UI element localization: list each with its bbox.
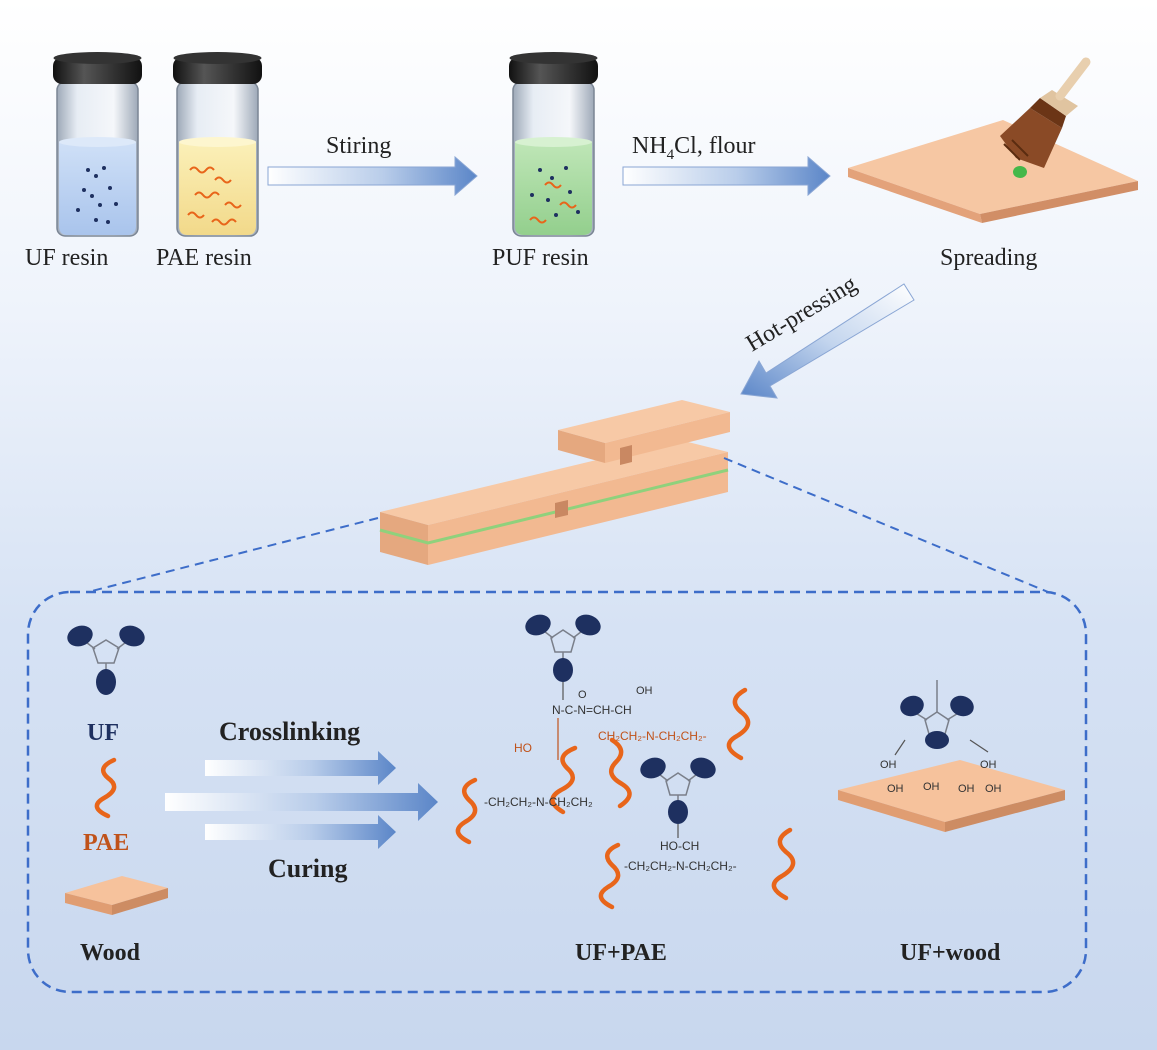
uf-resin-vial <box>53 52 142 237</box>
svg-text:-CH₂CH₂-N-CH₂CH₂: -CH₂CH₂-N-CH₂CH₂ <box>484 795 593 809</box>
zoom-line-right <box>723 457 1049 593</box>
svg-text:OH: OH <box>880 759 897 771</box>
svg-text:OH: OH <box>958 783 975 795</box>
uf-wood-structure: OH OH OH OH OH OH <box>838 680 1065 832</box>
svg-text:OH: OH <box>887 783 904 795</box>
uf-label: UF <box>87 720 119 746</box>
pae-chain-icon <box>94 757 117 819</box>
svg-text:CH₂CH₂-N-CH₂CH₂-: CH₂CH₂-N-CH₂CH₂- <box>598 729 707 743</box>
puf-resin-label: PUF resin <box>492 245 589 271</box>
svg-text:N-C-N=CH-CH: N-C-N=CH-CH <box>552 703 632 717</box>
uf-molecule-icon <box>67 625 145 695</box>
glue-drop <box>1013 166 1027 178</box>
brush-icon <box>1000 57 1091 168</box>
wood-label: Wood <box>80 940 141 966</box>
wood-block-icon <box>65 876 168 915</box>
uf-pae-structure: O OH N-C-N=CH-CH CH₂CH₂-N-CH₂CH₂- HO -CH… <box>455 614 796 910</box>
crosslinking-arrows <box>165 751 438 849</box>
uf-wood-label: UF+wood <box>900 940 1001 966</box>
crosslinking-label: Crosslinking <box>219 717 360 746</box>
lap-joint-specimen <box>379 400 730 565</box>
pae-resin-label: PAE resin <box>156 245 252 271</box>
nh4cl-flour-label: NH4Cl, flour <box>632 133 756 163</box>
svg-text:OH: OH <box>923 781 940 793</box>
svg-text:HO-CH: HO-CH <box>660 839 699 853</box>
zoom-line-left <box>87 517 379 593</box>
uf-resin-label: UF resin <box>25 245 108 271</box>
svg-text:-CH₂CH₂-N-CH₂CH₂-: -CH₂CH₂-N-CH₂CH₂- <box>624 859 737 873</box>
pae-resin-vial <box>173 52 262 237</box>
stiring-label: Stiring <box>326 133 391 159</box>
pae-label: PAE <box>83 830 129 856</box>
svg-text:OH: OH <box>980 759 997 771</box>
spreading-label: Spreading <box>940 245 1037 271</box>
svg-text:O: O <box>578 689 587 701</box>
hot-pressing-label: Hot-pressing <box>742 271 862 357</box>
detail-panel <box>26 590 1088 994</box>
stiring-arrow <box>267 155 478 197</box>
nh4cl-flour-arrow <box>622 155 831 197</box>
svg-text:OH: OH <box>636 685 653 697</box>
uf-pae-label: UF+PAE <box>575 940 667 966</box>
spreading-board <box>848 120 1138 223</box>
svg-text:OH: OH <box>985 783 1002 795</box>
svg-text:HO: HO <box>514 741 532 755</box>
puf-resin-vial <box>509 52 598 237</box>
curing-label: Curing <box>268 854 347 883</box>
hot-pressing-arrow <box>740 283 915 399</box>
